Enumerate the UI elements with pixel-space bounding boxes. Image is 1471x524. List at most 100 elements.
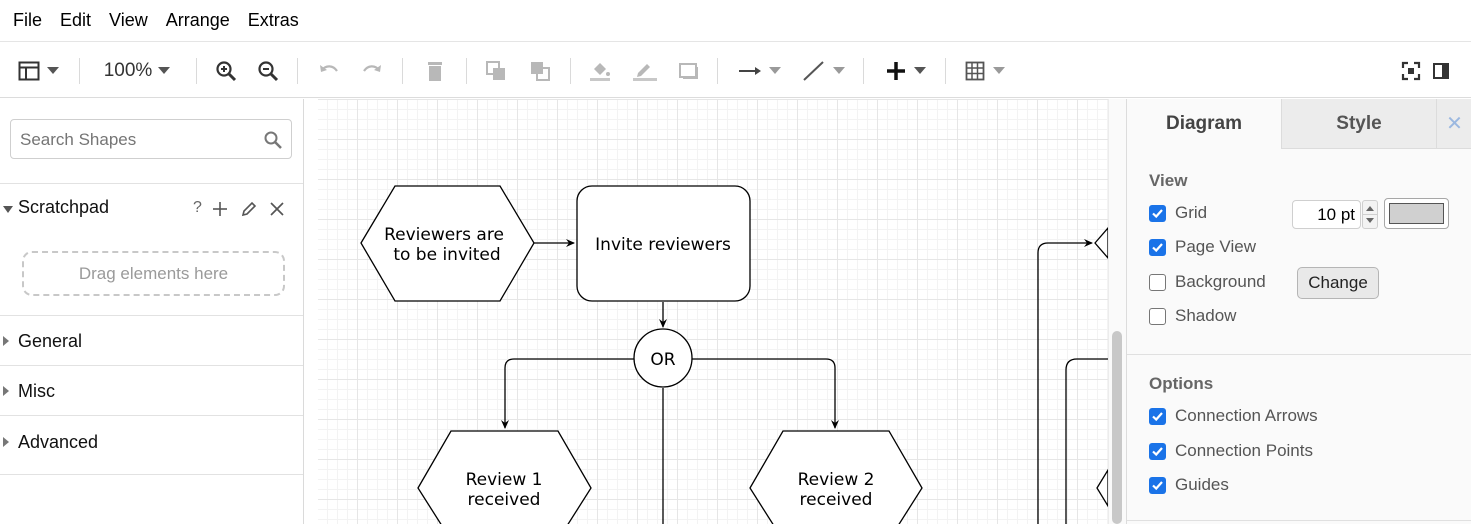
- menu-edit[interactable]: Edit: [60, 10, 92, 30]
- toolbar-divider: [79, 58, 80, 84]
- view-menu-button[interactable]: [12, 43, 64, 98]
- chevron-down-icon: [769, 67, 781, 74]
- shadow-checkbox[interactable]: [1149, 307, 1166, 325]
- zoom-out-button[interactable]: [254, 43, 282, 98]
- scrollbar-thumb[interactable]: [1112, 331, 1122, 524]
- insert-button[interactable]: [880, 43, 930, 98]
- grid-size-input[interactable]: 10 pt: [1292, 200, 1361, 229]
- insert-icon: [887, 61, 905, 80]
- edge-right[interactable]: [1037, 239, 1093, 524]
- to-front-icon: [486, 60, 505, 80]
- shape-invite-reviewers[interactable]: [576, 185, 751, 302]
- menu-extras[interactable]: Extras: [247, 10, 299, 30]
- section-general[interactable]: General: [0, 315, 303, 365]
- grid-size-stepper[interactable]: [1362, 200, 1378, 229]
- invite-label: Invite reviewers: [595, 235, 731, 255]
- shadow-icon: [679, 62, 698, 79]
- tab-style[interactable]: Style: [1281, 99, 1436, 149]
- line-color-icon: [633, 63, 657, 81]
- menu-bar: File Edit View Arrange Extras: [0, 0, 1471, 42]
- menu-arrange[interactable]: Arrange: [165, 10, 230, 30]
- background-option[interactable]: Background: [1149, 270, 1266, 294]
- panel-divider: [1127, 354, 1471, 355]
- connection-points-option[interactable]: Connection Points: [1149, 439, 1313, 463]
- to-back-icon: [531, 61, 550, 81]
- shadow-button[interactable]: [675, 43, 703, 98]
- guides-checkbox[interactable]: [1149, 476, 1166, 494]
- shape-start-hexagon[interactable]: [360, 185, 535, 302]
- grid-color-button[interactable]: [1384, 198, 1449, 229]
- close-icon[interactable]: [269, 201, 285, 217]
- fullscreen-button[interactable]: [1399, 43, 1423, 98]
- toolbar-divider: [466, 58, 467, 84]
- menu-view[interactable]: View: [109, 10, 148, 30]
- toolbar-divider: [945, 58, 946, 84]
- search-input[interactable]: [20, 129, 255, 151]
- background-checkbox[interactable]: [1149, 273, 1166, 291]
- connection-icon: [739, 66, 761, 75]
- scratchpad-title: Scratchpad: [18, 197, 110, 217]
- review1-label-2: received: [468, 490, 541, 510]
- menu-file[interactable]: File: [13, 10, 43, 30]
- view-heading: View: [1149, 171, 1188, 190]
- edge-or-review1[interactable]: [501, 358, 634, 429]
- zoom-level: 100%: [103, 59, 153, 81]
- zoom-out-icon: [258, 60, 279, 81]
- scratchpad-dropzone[interactable]: Drag elements here: [22, 251, 285, 296]
- connection-arrows-checkbox[interactable]: [1149, 407, 1166, 425]
- grid-color-swatch: [1389, 203, 1444, 224]
- grid-option[interactable]: Grid: [1149, 201, 1207, 225]
- zoom-in-button[interactable]: [212, 43, 240, 98]
- line-color-button[interactable]: [630, 43, 660, 98]
- connection-points-checkbox[interactable]: [1149, 442, 1166, 460]
- section-label: General: [18, 331, 83, 351]
- search-icon[interactable]: [263, 130, 283, 150]
- waypoints-icon: [803, 60, 824, 81]
- search-box: [10, 119, 292, 159]
- toolbar-divider: [717, 58, 718, 84]
- page-view-checkbox[interactable]: [1149, 238, 1166, 256]
- shape-or-gate[interactable]: [633, 328, 693, 388]
- change-background-button[interactable]: Change: [1297, 267, 1379, 299]
- add-icon[interactable]: [212, 201, 228, 217]
- to-front-button[interactable]: [482, 43, 510, 98]
- help-button[interactable]: ?: [193, 199, 202, 216]
- redo-button[interactable]: [358, 43, 386, 98]
- shadow-option[interactable]: Shadow: [1149, 304, 1236, 328]
- connection-arrows-option[interactable]: Connection Arrows: [1149, 404, 1318, 428]
- edit-icon[interactable]: [240, 200, 258, 218]
- format-panel: Diagram Style ✕ View Grid Page View Back…: [1126, 99, 1471, 524]
- section-advanced[interactable]: Advanced: [0, 415, 303, 475]
- scratchpad-header[interactable]: Scratchpad ?: [0, 183, 303, 235]
- fill-color-icon: [590, 62, 610, 81]
- edge-or-review2[interactable]: [692, 358, 839, 429]
- fill-color-button[interactable]: [586, 43, 614, 98]
- toolbar: 100%: [0, 43, 1471, 98]
- shape-review1-hexagon[interactable]: [417, 430, 592, 524]
- table-button[interactable]: [960, 43, 1008, 98]
- toggle-format-panel-button[interactable]: [1430, 43, 1452, 98]
- shape-offscreen-hexagon[interactable]: [1094, 227, 1108, 259]
- diagram-canvas[interactable]: Reviewers are to be invited Invite revie…: [318, 99, 1108, 524]
- shadow-label: Shadow: [1175, 306, 1237, 325]
- connection-style-button[interactable]: [735, 43, 783, 98]
- section-misc[interactable]: Misc: [0, 365, 303, 415]
- tab-diagram[interactable]: Diagram: [1127, 99, 1281, 149]
- delete-button[interactable]: [421, 43, 449, 98]
- close-panel-button[interactable]: ✕: [1436, 99, 1471, 149]
- to-back-button[interactable]: [526, 43, 554, 98]
- undo-button[interactable]: [315, 43, 343, 98]
- shape-offscreen-hexagon-2[interactable]: [1096, 468, 1108, 508]
- guides-option[interactable]: Guides: [1149, 473, 1229, 497]
- waypoints-button[interactable]: [799, 43, 847, 98]
- start-label-1: Reviewers are: [384, 225, 504, 245]
- shape-review2-hexagon[interactable]: [749, 430, 923, 524]
- canvas-scrollbar[interactable]: [1108, 99, 1126, 524]
- options-heading: Options: [1149, 374, 1214, 393]
- edge-right-2[interactable]: [1065, 358, 1108, 524]
- zoom-dropdown[interactable]: 100%: [96, 43, 178, 98]
- page-view-option[interactable]: Page View: [1149, 235, 1256, 259]
- chevron-down-icon: [914, 67, 926, 74]
- grid-checkbox[interactable]: [1149, 204, 1166, 222]
- diagram-drawing: Reviewers are to be invited Invite revie…: [360, 185, 1108, 524]
